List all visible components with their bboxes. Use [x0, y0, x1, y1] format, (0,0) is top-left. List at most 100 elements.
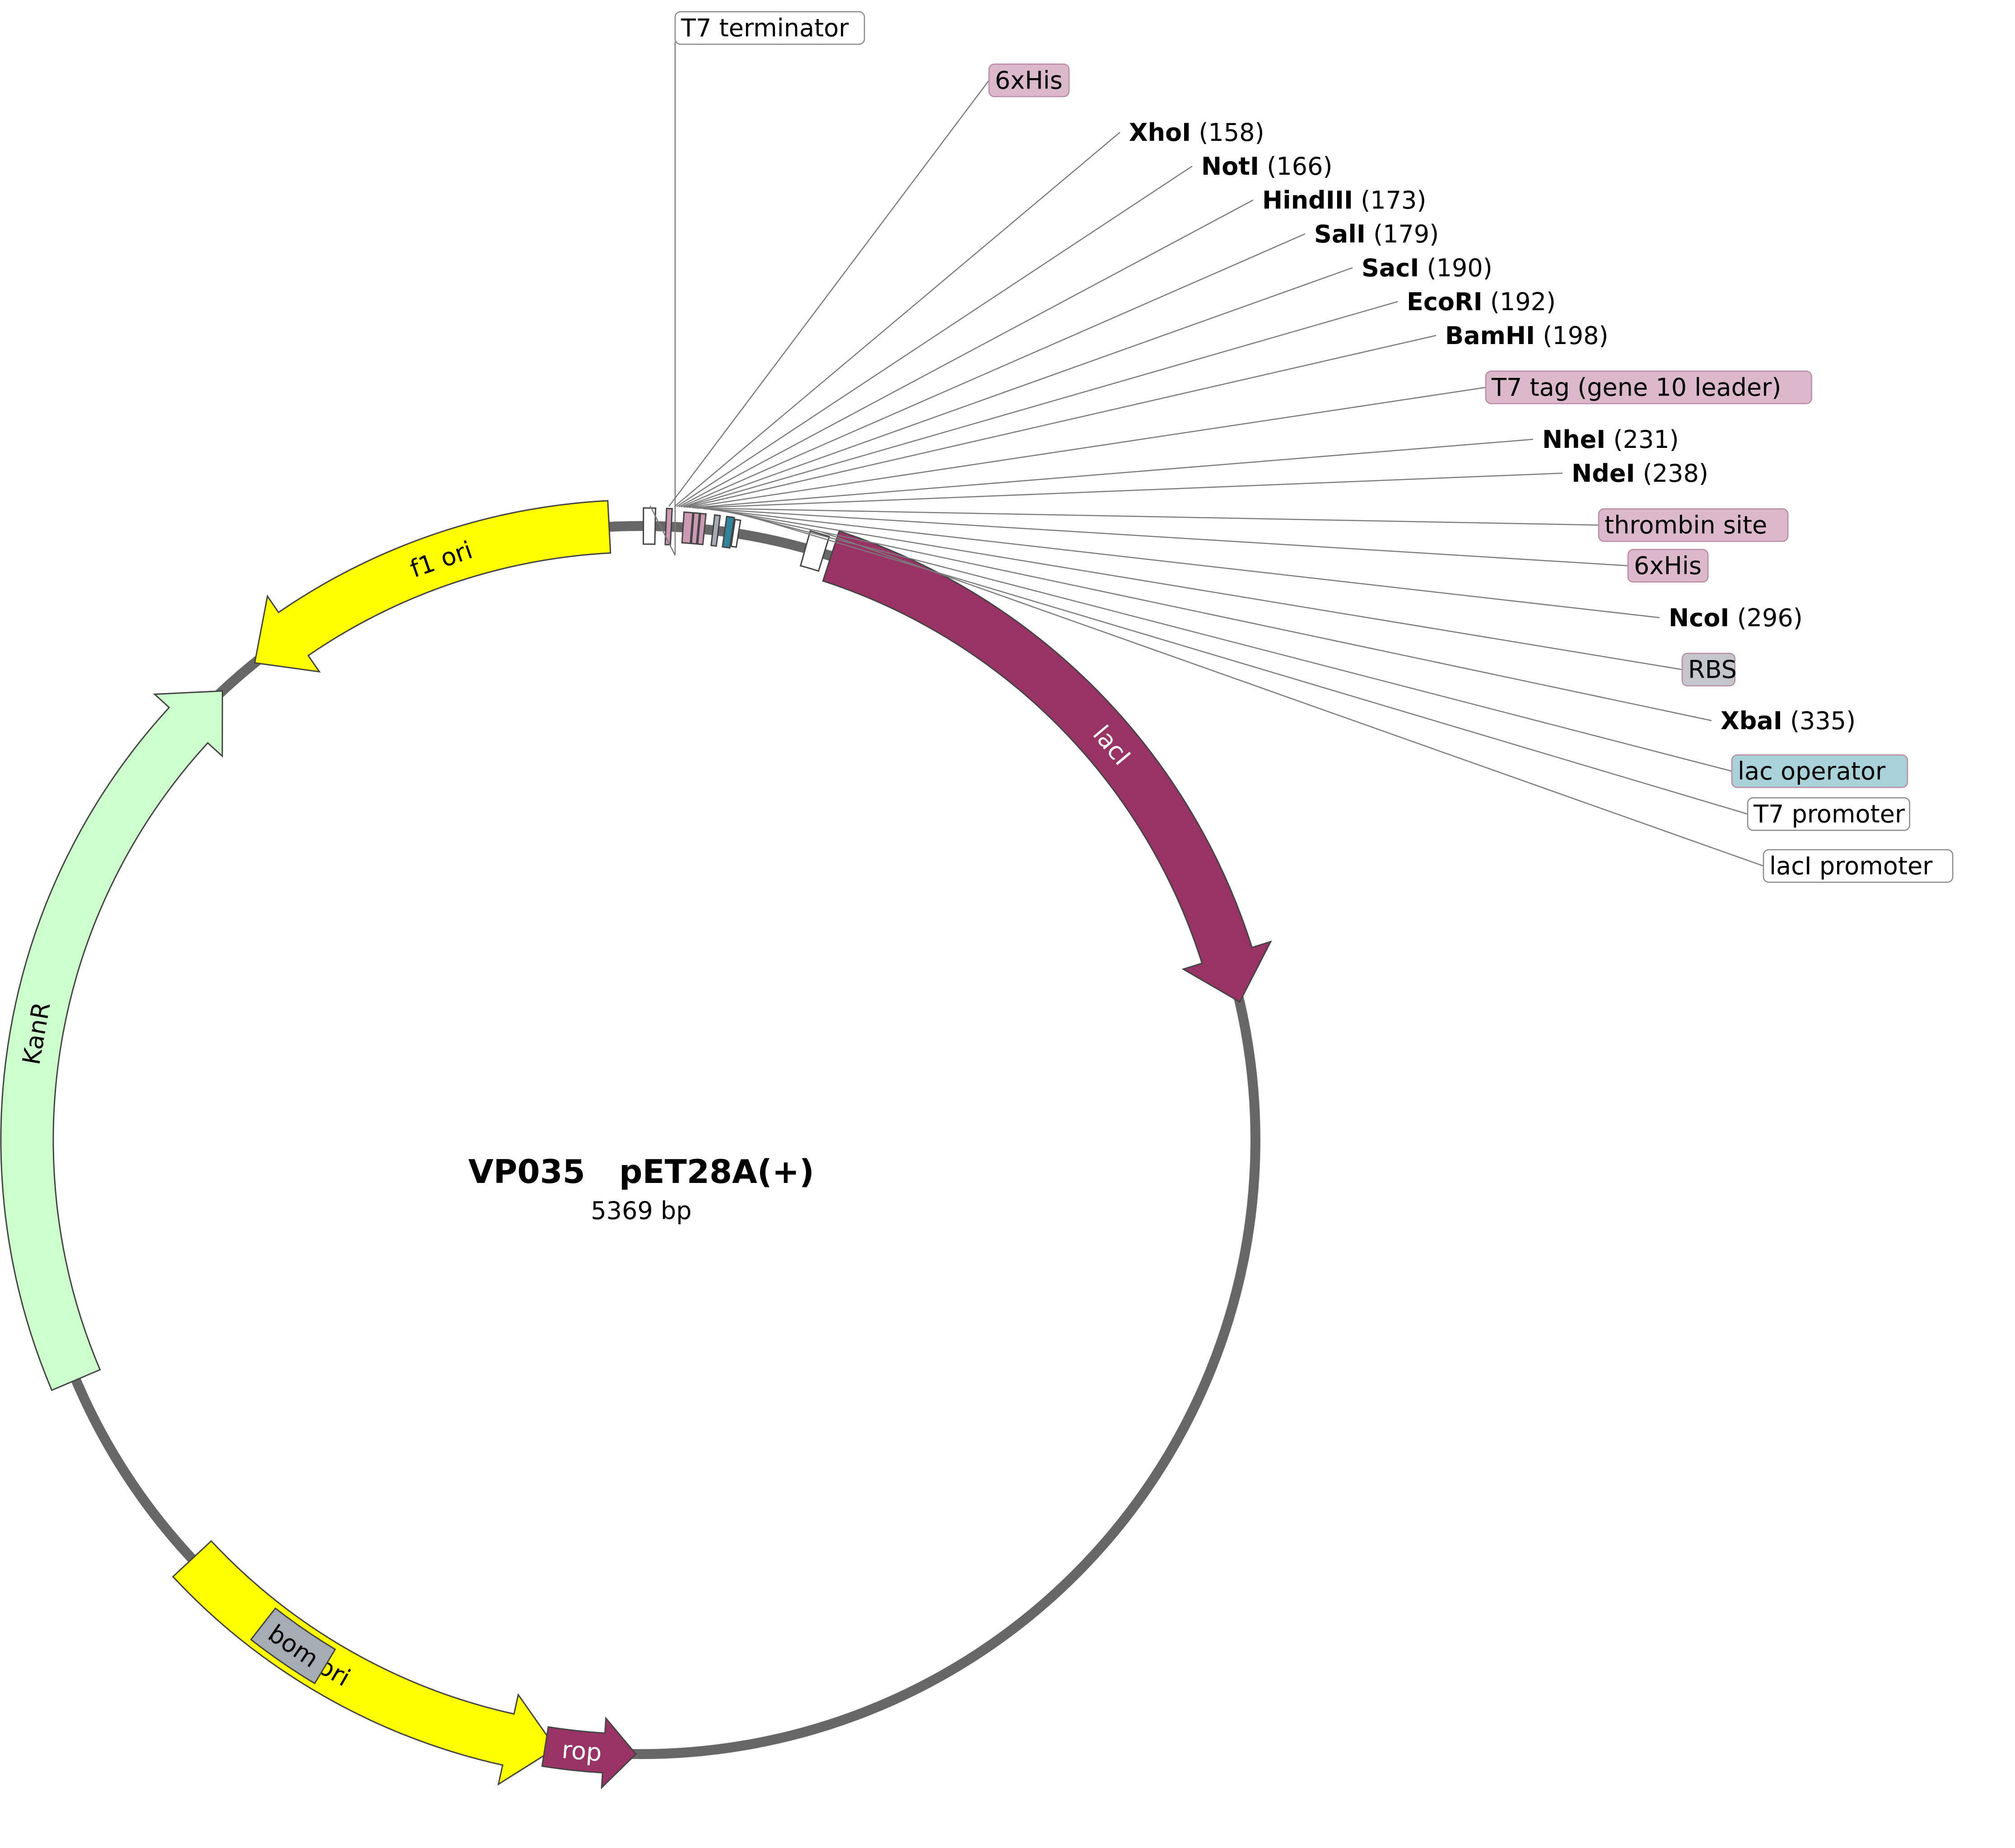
ecori-site-name: EcoRI [1407, 288, 1483, 316]
leader-line [689, 386, 1486, 508]
t7-tag-label: T7 tag (gene 10 leader) [1491, 373, 1781, 402]
kanr-arrow [0, 690, 223, 1392]
xhoi-site-position: (158) [1191, 118, 1264, 147]
plasmid-length: 5369 bp [591, 1196, 691, 1225]
laci-promoter-label-box [1763, 849, 1954, 883]
leader-line [674, 132, 1120, 507]
xhoi-site-name: XhoI [1129, 118, 1191, 147]
t7-promoter-mark [730, 518, 742, 548]
ndei-site-label: NdeI (238) [1572, 459, 1708, 488]
leader-line [694, 472, 1563, 509]
nhei-site-position: (231) [1605, 425, 1679, 454]
laci-promoter-annotation: lacI promoter [1763, 849, 1954, 883]
leader-line [681, 233, 1306, 507]
thrombin-site-label: thrombin site [1605, 511, 1767, 540]
6xhis-a-label: 6xHis [995, 66, 1063, 95]
t7-terminator-label-box [674, 11, 865, 45]
t7-terminator-mark [643, 507, 657, 545]
leader-line [696, 507, 1599, 526]
sali-annotation: SalI (179) [1314, 220, 1439, 248]
ndei-site-name: NdeI [1572, 459, 1635, 488]
noti-annotation: NotI (166) [1201, 152, 1333, 181]
bamhi-annotation: BamHI (198) [1445, 321, 1609, 350]
xbai-site-name: XbaI [1721, 707, 1782, 735]
6xhis-b-label: 6xHis [1634, 552, 1702, 580]
ncoi-annotation: NcoI (296) [1669, 604, 1803, 632]
rbs-label: RBS [1688, 656, 1737, 684]
leader-line [668, 80, 989, 507]
thrombin-site-label-box [1598, 508, 1789, 542]
saci-annotation: SacI (190) [1362, 254, 1493, 282]
t7-promoter-annotation: T7 promoter [1747, 797, 1910, 831]
f1-ori-arrow [254, 500, 611, 673]
lac-operator-annotation: lac operator [1731, 754, 1908, 788]
leader-line [676, 165, 1193, 507]
t7-terminator-annotation: T7 terminator [674, 11, 865, 45]
rbs-annotation: RBS [1681, 652, 1737, 687]
thrombin-site-annotation: thrombin site [1598, 508, 1789, 542]
thrombin-mark [690, 512, 700, 545]
sali-site-name: SalI [1314, 220, 1366, 248]
leader-line [730, 511, 1732, 772]
rop-arrow [541, 1716, 637, 1790]
leader-line [820, 531, 1764, 867]
6xhis-b-mark [697, 512, 707, 545]
rop-label: rop [561, 1736, 603, 1767]
hindiii-annotation: HindIII (173) [1262, 186, 1426, 214]
leader-line [692, 438, 1534, 508]
leader-line [678, 199, 1254, 507]
t7-terminator-label: T7 terminator [681, 14, 849, 42]
6xhis-a-label-box [988, 63, 1070, 98]
xbai-site-position: (335) [1782, 707, 1856, 735]
t7-tag-mark [681, 511, 694, 545]
xhoi-annotation: XhoI (158) [1129, 118, 1264, 147]
leader-line [686, 335, 1437, 508]
plasmid-name: VP035 pET28A(+) [468, 1153, 814, 1191]
hindiii-site-position: (173) [1353, 186, 1426, 214]
leader-line [649, 42, 676, 556]
mcs-feature-layer [643, 507, 830, 572]
hindiii-site-name: HindIII [1262, 186, 1353, 214]
nhei-site-label: NheI (231) [1542, 425, 1679, 454]
bom-box [250, 1607, 336, 1685]
rbs-label-box [1681, 652, 1735, 687]
ecori-site-position: (192) [1483, 288, 1556, 316]
saci-site-label: SacI (190) [1362, 254, 1493, 282]
ncoi-site-label: NcoI (296) [1669, 604, 1803, 632]
leader-line [683, 267, 1353, 508]
lac-operator-mark [722, 516, 735, 549]
noti-site-name: NotI [1201, 152, 1259, 181]
leader-lines [649, 42, 1764, 867]
ecori-annotation: EcoRI (192) [1407, 288, 1556, 316]
ecori-site-label: EcoRI (192) [1407, 288, 1556, 316]
hindiii-site-label: HindIII (173) [1262, 186, 1426, 214]
bamhi-site-name: BamHI [1445, 321, 1535, 350]
saci-site-position: (190) [1419, 254, 1492, 282]
bamhi-site-position: (198) [1535, 321, 1608, 350]
6xhis-a-mark [664, 507, 673, 546]
rbs-mark [710, 514, 721, 547]
lac-operator-label: lac operator [1738, 757, 1886, 786]
leader-line [738, 512, 1748, 815]
t7-tag-annotation: T7 tag (gene 10 leader) [1485, 370, 1812, 405]
leader-line [723, 510, 1712, 722]
leader-line [684, 301, 1398, 508]
xhoi-site-label: XhoI (158) [1129, 118, 1264, 147]
noti-site-label: NotI (166) [1201, 152, 1333, 181]
ndei-site-position: (238) [1635, 459, 1708, 488]
laci-promoter-label: lacI promoter [1769, 852, 1933, 880]
t7-promoter-label-box [1747, 797, 1910, 831]
nhei-site-name: NheI [1542, 425, 1605, 454]
laci-promoter-mark [799, 530, 830, 572]
sali-site-label: SalI (179) [1314, 220, 1439, 248]
6xhis-a-annotation: 6xHis [988, 63, 1070, 98]
xbai-annotation: XbaI (335) [1721, 707, 1856, 735]
ndei-annotation: NdeI (238) [1572, 459, 1708, 488]
6xhis-b-annotation: 6xHis [1627, 549, 1709, 583]
sali-site-position: (179) [1366, 220, 1439, 248]
6xhis-b-label-box [1627, 549, 1709, 583]
noti-site-position: (166) [1259, 152, 1332, 181]
